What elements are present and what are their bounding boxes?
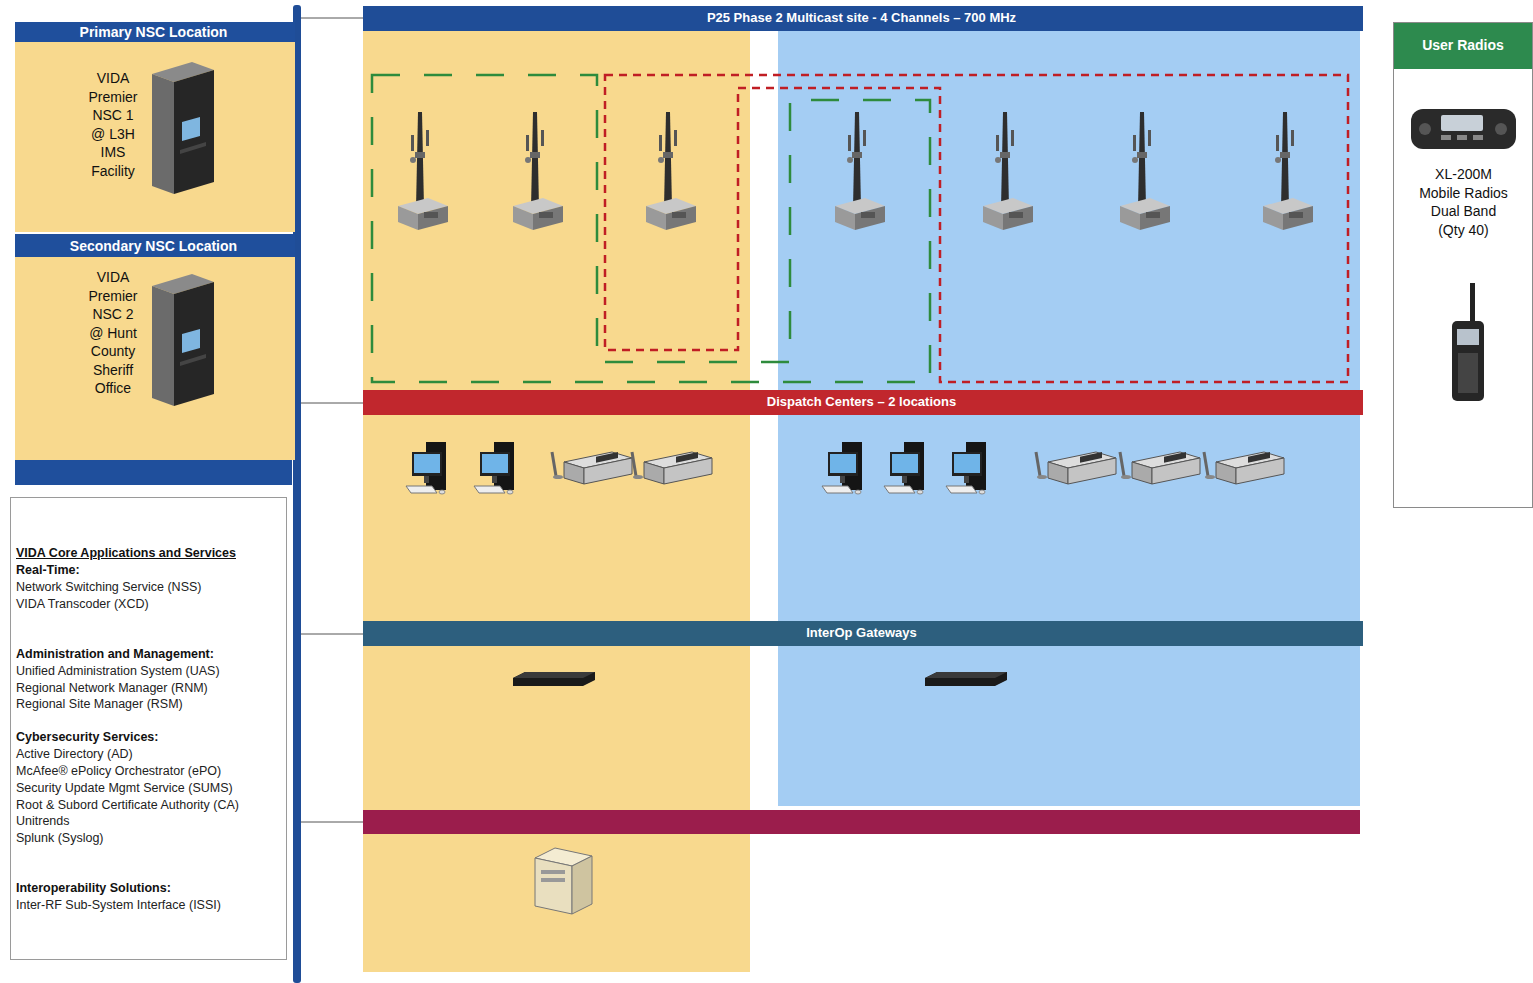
- section-heading: Interoperability Solutions:: [16, 881, 284, 896]
- services-box: VIDA Core Applications and ServicesReal-…: [10, 497, 287, 960]
- service-item: VIDA Transcoder (XCD): [16, 597, 284, 612]
- panel-heading: User Radios: [1394, 36, 1532, 54]
- radios-panel: User RadiosXL-200M Mobile Radios Dual Ba…: [1393, 22, 1533, 508]
- device-icon: [1411, 105, 1516, 153]
- header-band: Dispatch Centers – 2 locations: [363, 390, 1363, 415]
- service-item: Inter-RF Sub-System Interface (ISSI): [16, 898, 284, 913]
- band-title: InterOp Gateways: [363, 624, 1360, 642]
- site-label: VIDA Premier NSC 1 @ L3H IMS Facility: [85, 69, 141, 180]
- service-item: Security Update Mgmt Service (SUMS): [16, 781, 284, 796]
- service-item: McAfee® ePolicy Orchestrator (ePO): [16, 764, 284, 779]
- service-item: Unified Administration System (UAS): [16, 664, 284, 679]
- header-band: P25 Phase 2 Multicast site - 4 Channels …: [363, 6, 1363, 31]
- service-item: Regional Site Manager (RSM): [16, 697, 284, 712]
- service-item: Unitrends: [16, 814, 284, 829]
- service-item: Root & Subord Certificate Authority (CA): [16, 798, 284, 813]
- section-heading: VIDA Core Applications and Services: [16, 546, 284, 561]
- header-band: InterOp Gateways: [363, 621, 1363, 646]
- service-item: Network Switching Service (NSS): [16, 580, 284, 595]
- radio-label: XL-200M Mobile Radios Dual Band (Qty 40): [1416, 165, 1511, 239]
- panel-heading: Secondary NSC Location: [15, 237, 292, 255]
- section-heading: Administration and Management:: [16, 647, 284, 662]
- section-heading: Real-Time:: [16, 563, 284, 578]
- band-title: P25 Phase 2 Multicast site - 4 Channels …: [363, 9, 1360, 27]
- server-icon: [535, 848, 592, 914]
- service-item: Regional Network Manager (RNM): [16, 681, 284, 696]
- nsc-panel: Secondary NSC LocationVIDA Premier NSC 2…: [15, 234, 295, 460]
- service-item: Splunk (Syslog): [16, 831, 284, 846]
- device-icon: [152, 272, 216, 408]
- panel-heading: Primary NSC Location: [15, 23, 292, 41]
- site-label: VIDA Premier NSC 2 @ Hunt County Sheriff…: [85, 268, 141, 398]
- device-icon: [152, 60, 216, 196]
- nsc-panel: Primary NSC LocationVIDA Premier NSC 1 @…: [15, 22, 295, 232]
- section-heading: Cybersecurity Services:: [16, 730, 284, 745]
- device-icon: [1452, 283, 1484, 403]
- band-title: Dispatch Centers – 2 locations: [363, 393, 1360, 411]
- service-item: Active Directory (AD): [16, 747, 284, 762]
